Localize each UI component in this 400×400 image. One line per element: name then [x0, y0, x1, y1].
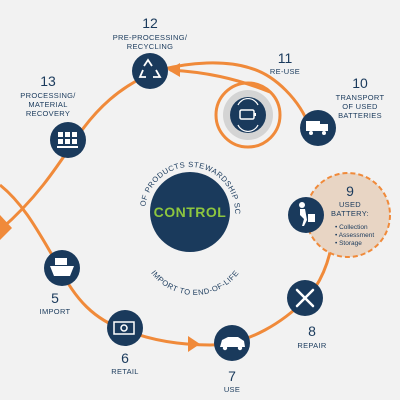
arrow-to-use	[188, 336, 200, 352]
tools-icon	[295, 288, 315, 308]
step-9-label-1: USED	[339, 200, 361, 209]
step-9-number: 9	[346, 183, 354, 199]
step-7-label-1: USE	[224, 385, 240, 394]
center-title: CONTROL	[154, 204, 227, 220]
step-9: 9 USED BATTERY: • Collection • Assessmen…	[288, 183, 374, 247]
step-5-label-1: IMPORT	[40, 307, 71, 316]
step-8: 8 REPAIR	[287, 280, 327, 350]
step-13: 13 PROCESSING/ MATERIAL RECOVERY	[20, 73, 86, 158]
step-7: 7 USE	[214, 325, 250, 394]
step-7-number: 7	[228, 368, 236, 384]
step-13-label-1: PROCESSING/	[20, 91, 76, 100]
step-6-number: 6	[121, 350, 129, 366]
step-11-node	[230, 97, 266, 133]
arrow-to-recycle	[168, 63, 180, 77]
step-13-label-3: RECOVERY	[26, 109, 70, 118]
worker-cart-icon	[299, 202, 315, 226]
step-8-label-1: REPAIR	[297, 341, 326, 350]
car-icon	[220, 337, 245, 351]
step-12-label-2: RECYCLING	[127, 42, 173, 51]
flow-segment-reuse	[169, 68, 271, 94]
cash-icon	[113, 321, 135, 335]
recycle-icon	[138, 58, 162, 78]
step-10: 10 TRANSPORT OF USED BATTERIES	[300, 75, 385, 146]
step-10-number: 10	[352, 75, 368, 91]
step-12: 12 PRE-PROCESSING/ RECYCLING	[113, 15, 188, 89]
step-5: 5 IMPORT	[40, 250, 80, 316]
step-10-label-3: BATTERIES	[338, 111, 382, 120]
step-12-number: 12	[142, 15, 158, 31]
step-6: 6 RETAIL	[107, 310, 143, 376]
step-13-label-2: MATERIAL	[28, 100, 67, 109]
reuse-highlight-ring	[214, 81, 282, 149]
step-9-sub-2: • Assessment	[335, 232, 374, 239]
center-control: CONTROL SCOPE OF PRODUCTS STEWARDSHIP SC…	[0, 0, 242, 297]
step-10-label-1: TRANSPORT	[336, 93, 385, 102]
step-12-label-1: PRE-PROCESSING/	[113, 33, 188, 42]
step-8-number: 8	[308, 323, 316, 339]
battery-reuse-icon	[237, 97, 259, 133]
step-11-label-1: RE-USE	[270, 67, 300, 76]
materials-icon	[57, 132, 78, 148]
step-11-number: 11	[278, 50, 293, 66]
step-12-node	[132, 53, 168, 89]
step-5-number: 5	[51, 290, 59, 306]
step-9-sub-3: • Storage	[335, 240, 362, 247]
step-6-label-1: RETAIL	[111, 367, 139, 376]
truck-icon	[306, 121, 328, 135]
center-arc-bottom: IMPORT TO END-OF-LIFE	[149, 268, 240, 297]
step-6-node	[107, 310, 143, 346]
arrow-left-out	[0, 215, 12, 240]
step-9-sub-1: • Collection	[335, 224, 368, 231]
step-10-label-2: OF USED	[342, 102, 378, 111]
step-9-label-2: BATTERY:	[331, 209, 369, 218]
center-arc-bottom-path: IMPORT TO END-OF-LIFE	[149, 268, 240, 297]
center-circle	[150, 172, 230, 252]
step-11: 11 RE-USE	[223, 50, 300, 140]
flow-arrows	[0, 63, 200, 352]
ship-icon	[50, 258, 74, 276]
step-13-number: 13	[40, 73, 56, 89]
